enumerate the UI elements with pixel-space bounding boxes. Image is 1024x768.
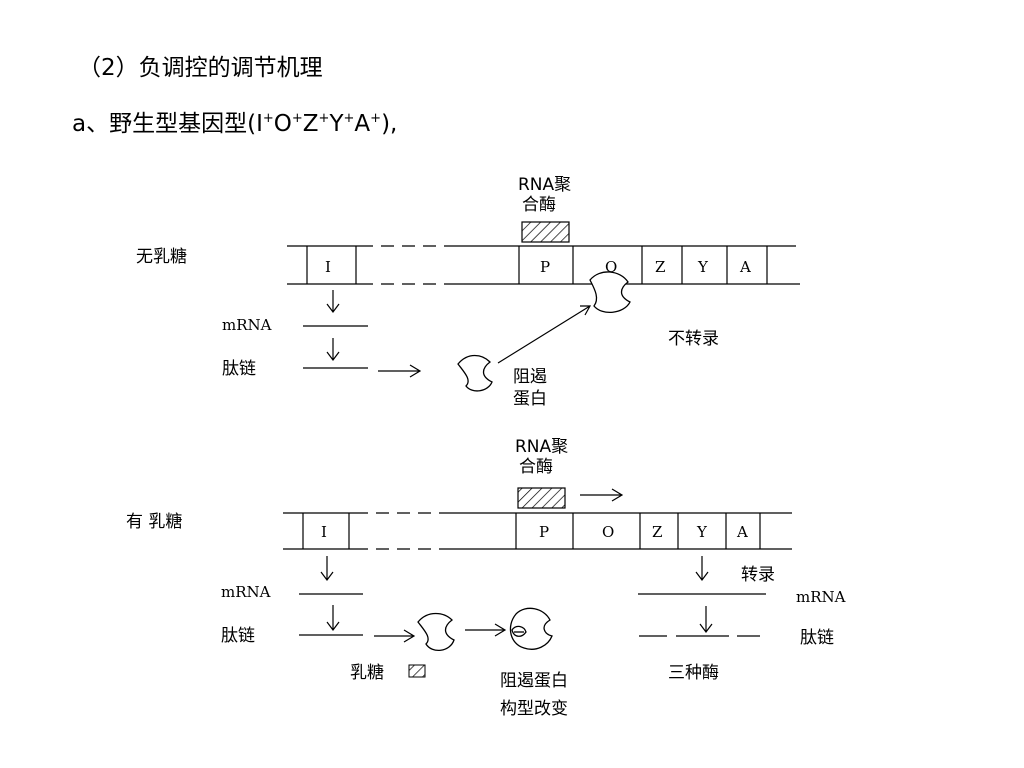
gene-y-letter: Y [329,111,344,137]
gene-a-sup: + [370,111,382,126]
top-bound-repressor-icon [589,271,631,313]
bottom-transcription-label: 转录 [741,565,775,585]
top-peptide-label: 肽链 [222,359,256,379]
top-expression-arrows [303,290,592,378]
bottom-gene-i: I [321,523,327,541]
top-panel: 无乳糖 RNA聚 合酶 I P O Z Y A [136,175,800,409]
slide-heading: （2）负调控的调节机理 [78,55,323,81]
bottom-polymerase-label-1: RNA聚 [515,437,568,457]
top-gene-a: A [739,258,751,276]
bottom-polymerase-move-arrow [580,488,624,502]
bottom-repressor-changed-label-2: 构型改变 [500,699,568,719]
bottom-left-expression-arrows [299,556,507,643]
genotype-suffix: ), [381,111,398,137]
bottom-repressor-changed-label-1: 阻遏蛋白 [500,671,568,691]
gene-o-sup: + [291,111,303,126]
bottom-mrna-left-label: mRNA [221,583,271,601]
gene-z-letter: Z [302,111,319,137]
top-polymerase-label-1: RNA聚 [518,175,571,195]
gene-z-sup: + [318,111,330,126]
bottom-peptide-right-label: 肽链 [800,628,834,648]
bottom-panel: RNA聚 合酶 有 乳糖 I P O Z Y A [126,437,846,719]
genotype-heading: a、野生型基因型(I+O+Z+Y+A+), [72,108,397,144]
top-gene-y: Y [697,258,709,276]
top-mrna-label: mRNA [222,316,272,334]
top-repressor-label-2: 蛋白 [513,389,547,409]
gene-o-letter: O [273,111,292,137]
top-no-transcription: 不转录 [668,329,719,349]
gene-a-letter: A [354,111,371,137]
bottom-gene-z: Z [652,523,662,541]
top-repressor-label-1: 阻遏 [513,367,547,387]
bottom-lactose-label: 乳糖 [350,663,384,683]
bottom-gene-a: A [736,523,748,541]
bottom-gene-p: P [539,523,549,541]
bottom-peptide-left-label: 肽链 [221,626,255,646]
top-gene-p: P [540,258,550,276]
top-gene-i: I [325,258,331,276]
gene-y-sup: + [343,111,355,126]
top-polymerase-label-2: 合酶 [522,195,556,215]
bottom-three-enzymes-label: 三种酶 [668,663,719,683]
bottom-repressor-lactose-complex-icon [509,607,553,650]
bottom-repressor-icon [417,612,455,651]
bottom-condition-label: 有 乳糖 [126,512,182,532]
gene-i-sup: + [262,111,274,126]
bottom-polymerase-label-2: 合酶 [519,457,553,477]
top-condition-label: 无乳糖 [136,247,187,267]
lactose-molecule-icon [408,664,426,678]
bottom-gene-o: O [602,523,614,541]
bottom-dna-strand [283,512,792,550]
bottom-gene-y: Y [696,523,708,541]
top-gene-z: Z [655,258,665,276]
genotype-prefix: a、野生型基因型(I [72,111,263,137]
bottom-right-expression-arrows [638,556,766,637]
bottom-mrna-right-label: mRNA [796,588,846,606]
top-repressor-icon [457,354,493,392]
top-rna-polymerase [521,221,570,243]
bottom-rna-polymerase [517,487,566,509]
